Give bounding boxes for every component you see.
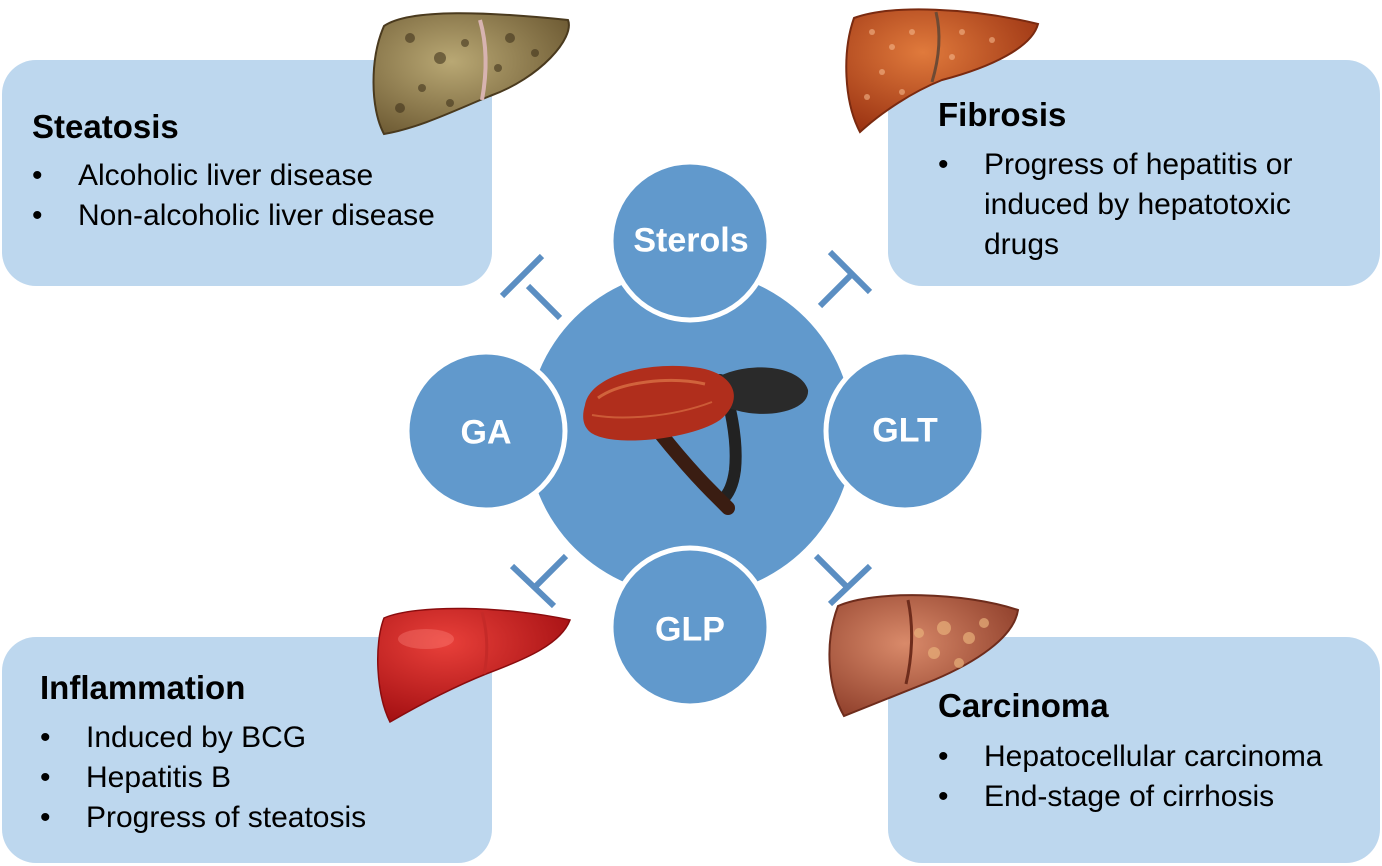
steatosis-title: Steatosis: [32, 108, 179, 145]
fibrosis-panel: Fibrosis Progress of hepatitis or induce…: [888, 60, 1380, 286]
fatty-liver-image: [372, 12, 570, 136]
inhibition-lines: [499, 249, 873, 609]
carcinoma-title: Carcinoma: [938, 687, 1109, 724]
center-circle: [527, 270, 853, 596]
inhibit-bar-fibrosis: [827, 249, 873, 295]
list-item: Hepatocellular carcinoma: [938, 737, 1323, 777]
list-item: Hepatitis B: [40, 758, 366, 798]
red-liver-image: [377, 607, 572, 724]
compound-label-sterols: Sterols: [633, 221, 749, 260]
compound-label-ga: GA: [460, 413, 512, 452]
inhibit-bar-steatosis: [499, 253, 545, 299]
inflammation-title: Inflammation: [40, 669, 246, 706]
list-item: Progress of steatosis: [40, 798, 366, 838]
compound-label-glp: GLP: [655, 610, 725, 649]
list-item: End-stage of cirrhosis: [938, 777, 1323, 817]
fibrosis-list: Progress of hepatitis or induced by hepa…: [938, 145, 1358, 265]
list-item: Induced by BCG: [40, 718, 366, 758]
fibrosis-title: Fibrosis: [938, 96, 1067, 133]
steatosis-list: Alcoholic liver disease Non-alcoholic li…: [32, 156, 435, 236]
reishi-mushroom-image: [583, 365, 809, 515]
carcinoma-panel: Carcinoma Hepatocellular carcinoma End-s…: [888, 637, 1380, 863]
carcinoma-list: Hepatocellular carcinoma End-stage of ci…: [938, 737, 1323, 817]
list-item: Non-alcoholic liver disease: [32, 196, 435, 236]
list-item: Alcoholic liver disease: [32, 156, 435, 196]
inhibit-bar-inflammation: [509, 563, 557, 609]
list-item: Progress of hepatitis or induced by hepa…: [938, 145, 1358, 265]
cancerous-liver-image: [828, 594, 1020, 718]
compound-label-glt: GLT: [872, 411, 938, 450]
inflammation-list: Induced by BCG Hepatitis B Progress of s…: [40, 718, 366, 838]
fibrotic-liver-image: [845, 8, 1040, 134]
